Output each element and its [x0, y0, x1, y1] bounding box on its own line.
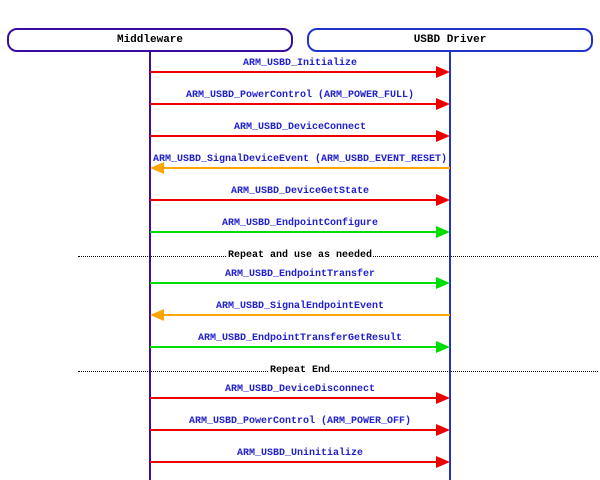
message-arrow-line [150, 282, 438, 284]
message-label: ARM_USBD_DeviceGetState [230, 186, 370, 197]
participant-label-middleware: Middleware [116, 34, 183, 46]
message-label: ARM_USBD_Initialize [242, 58, 358, 69]
message-label: ARM_USBD_DeviceDisconnect [224, 384, 376, 395]
arrowhead-right-icon [436, 98, 450, 110]
arrowhead-right-icon [436, 130, 450, 142]
message-label: ARM_USBD_EndpointConfigure [221, 218, 379, 229]
message-arrow-line [150, 199, 438, 201]
arrowhead-right-icon [436, 341, 450, 353]
message-label: ARM_USBD_DeviceConnect [233, 122, 367, 133]
arrowhead-right-icon [436, 226, 450, 238]
arrowhead-right-icon [436, 277, 450, 289]
message-arrow-line [150, 103, 438, 105]
lifeline-usbd-driver [449, 52, 451, 480]
participant-box-usbd-driver: USBD Driver [307, 28, 593, 52]
message-label: ARM_USBD_SignalDeviceEvent (ARM_USBD_EVE… [152, 154, 448, 165]
arrowhead-right-icon [436, 66, 450, 78]
arrowhead-right-icon [436, 392, 450, 404]
message-label: ARM_USBD_Uninitialize [236, 448, 364, 459]
message-arrow-line [150, 429, 438, 431]
separator-label: Repeat and use as needed [226, 250, 374, 262]
separator-line [78, 371, 598, 372]
message-label: ARM_USBD_EndpointTransfer [224, 269, 376, 280]
message-arrow-line [150, 346, 438, 348]
message-arrow-line [150, 231, 438, 233]
participant-label-usbd-driver: USBD Driver [413, 34, 487, 46]
message-arrow-line [150, 71, 438, 73]
message-arrow-line [150, 397, 438, 399]
arrowhead-left-icon [150, 309, 164, 321]
arrowhead-right-icon [436, 194, 450, 206]
arrowhead-right-icon [436, 424, 450, 436]
message-label: ARM_USBD_SignalEndpointEvent [215, 301, 385, 312]
message-arrow-line [150, 461, 438, 463]
separator-label: Repeat End [268, 365, 332, 377]
arrowhead-right-icon [436, 456, 450, 468]
message-label: ARM_USBD_PowerControl (ARM_POWER_FULL) [185, 90, 415, 101]
message-arrow-line [162, 167, 450, 169]
message-arrow-line [150, 135, 438, 137]
message-arrow-line [162, 314, 450, 316]
arrowhead-left-icon [150, 162, 164, 174]
participant-box-middleware: Middleware [7, 28, 293, 52]
lifeline-middleware [149, 52, 151, 480]
message-label: ARM_USBD_EndpointTransferGetResult [197, 333, 403, 344]
message-label: ARM_USBD_PowerControl (ARM_POWER_OFF) [188, 416, 412, 427]
